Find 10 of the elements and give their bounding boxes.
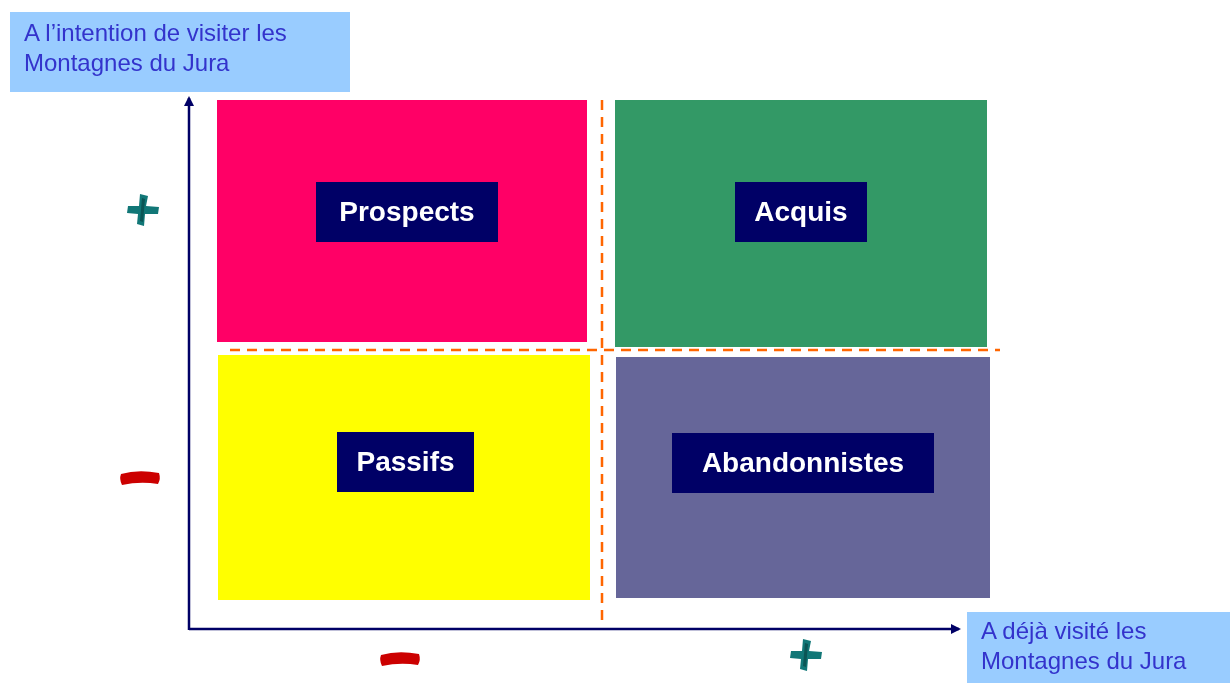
quadrant-label: Prospects (316, 182, 498, 242)
quadrant-label: Acquis (735, 182, 867, 242)
quadrant (616, 357, 990, 598)
quadrant (217, 100, 587, 342)
quadrant (615, 100, 987, 347)
axis-title: A déjà visité les Montagnes du Jura (967, 612, 1230, 683)
quadrant-label: Passifs (337, 432, 474, 492)
quadrant-label: Abandonnistes (672, 433, 934, 493)
axis-title: A l’intention de visiter les Montagnes du Jura (10, 12, 350, 92)
quadrant (218, 355, 590, 600)
